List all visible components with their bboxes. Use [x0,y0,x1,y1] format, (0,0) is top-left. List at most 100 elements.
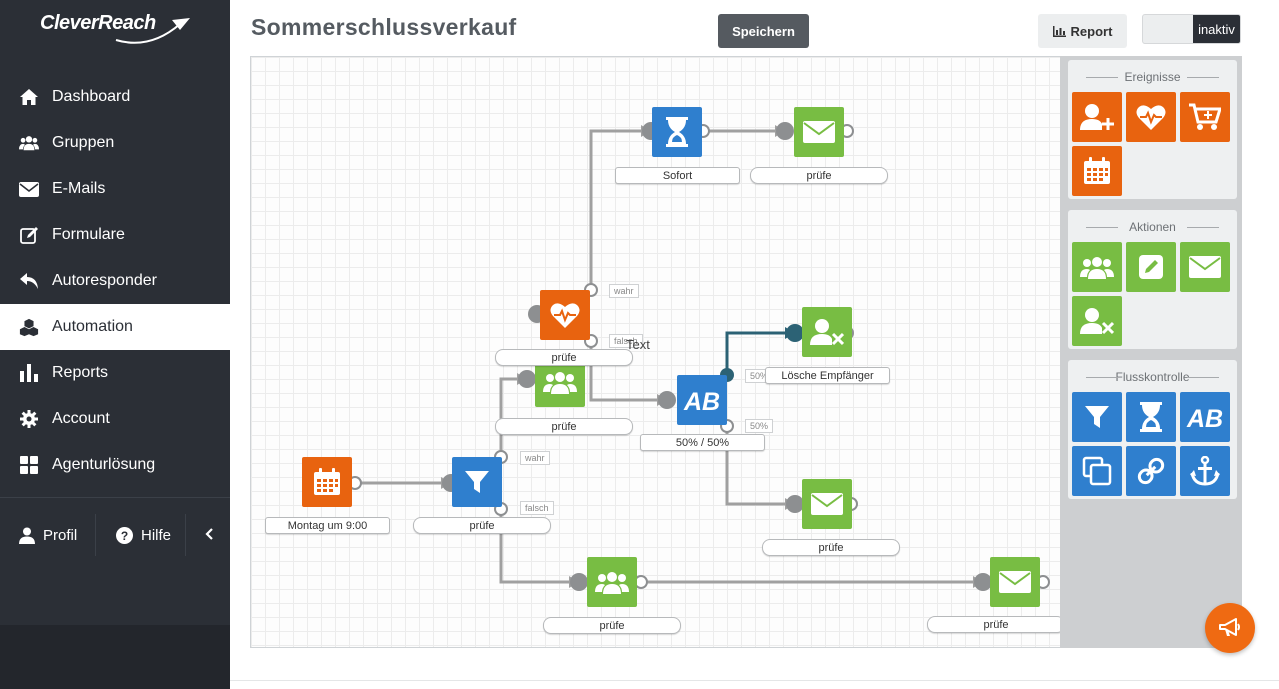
delete-recipient-action-tile[interactable] [1072,296,1122,346]
sidebar-item-reports[interactable]: Reports [0,350,230,396]
sidebar-item-emails[interactable]: E-Mails [0,166,230,212]
node-label[interactable]: Montag um 9:00 [265,517,390,534]
active-connector-line [725,331,785,375]
save-button[interactable]: Speichern [718,14,809,48]
sidebar-item-automation[interactable]: Automation [0,304,230,350]
heartbeat-icon [550,302,580,328]
cubes-icon [19,317,39,337]
hourglass-icon [1140,402,1162,432]
envelope-icon [803,121,835,143]
node-label[interactable]: 50% / 50% [640,434,765,451]
node-label[interactable]: Sofort [615,167,740,184]
svg-text:AB: AB [1186,405,1223,430]
bar-chart-icon [19,363,39,383]
calendar-icon [314,468,340,495]
connector-line [725,427,785,506]
collapse-sidebar-icon[interactable] [204,527,214,544]
input-port [518,370,536,388]
sidebar-divider [0,497,230,498]
connector-line [589,129,641,291]
wait-flow-tile[interactable] [1126,392,1176,442]
users-icon [595,572,629,594]
grid-icon [19,455,39,475]
ab-split-flow-tile[interactable]: AB [1180,392,1230,442]
email-action-tile[interactable] [1180,242,1230,292]
sidebar-item-label: Reports [52,364,109,381]
filter-icon [1085,406,1109,428]
help-label: Hilfe [141,526,172,544]
node-heart-event[interactable] [540,290,590,340]
sidebar-item-account[interactable]: Account [0,396,230,442]
profile-label: Profil [43,526,78,544]
date-event-tile[interactable] [1072,146,1122,196]
envelope-icon [1189,256,1221,278]
sidebar-item-formulare[interactable]: Formulare [0,212,230,258]
node-filter[interactable] [452,457,502,507]
node-ab-split[interactable]: AB [677,375,727,425]
profile-link[interactable]: Profil [19,527,77,544]
node-date-trigger[interactable] [302,457,352,507]
cart-event-tile[interactable] [1180,92,1230,142]
ab-test-icon: AB [1186,405,1223,430]
sidebar-item-label: Agenturlösung [52,456,156,473]
node-label[interactable]: prüfe [762,539,900,556]
sidebar-item-autoresponder[interactable]: Autoresponder [0,258,230,304]
heartbeat-event-tile[interactable] [1126,92,1176,142]
sidebar-item-label: Autoresponder [52,272,157,289]
sidebar-bottom [0,625,230,689]
add-subscriber-event-tile[interactable] [1072,92,1122,142]
brand-logo[interactable]: CleverReach [40,12,156,34]
sidebar-item-gruppen[interactable]: Gruppen [0,120,230,166]
node-label[interactable]: prüfe [413,517,551,534]
node-group-bottom[interactable] [587,557,637,607]
copy-icon [1082,456,1112,486]
sidebar-item-label: Account [52,410,110,427]
edit-action-tile[interactable] [1126,242,1176,292]
copy-flow-tile[interactable] [1072,446,1122,496]
sidebar-item-agenturloesung[interactable]: Agenturlösung [0,442,230,488]
users-icon [1080,257,1114,279]
report-button-label: Report [1070,23,1113,39]
footer-divider [230,680,1279,681]
node-wait[interactable] [652,107,702,157]
node-mail-mid[interactable] [802,479,852,529]
link-icon [1137,457,1165,485]
sidebar-footer: Profil ? Hilfe [0,514,230,556]
filter-flow-tile[interactable] [1072,392,1122,442]
node-mail-bottom[interactable] [990,557,1040,607]
node-label[interactable]: Lösche Empfänger [765,367,890,384]
edit-icon [19,225,39,245]
group-action-tile[interactable] [1072,242,1122,292]
node-label[interactable]: prüfe [750,167,888,184]
panel-group-title: Flusskontrolle [1068,370,1237,384]
svg-text:AB: AB [683,388,720,413]
branch-tag: falsch [520,501,554,515]
sidebar-item-label: Gruppen [52,134,115,151]
panel-group-title: Ereignisse [1068,70,1237,84]
report-button[interactable]: Report [1038,14,1127,48]
link-flow-tile[interactable] [1126,446,1176,496]
node-label[interactable]: prüfe [543,617,681,634]
status-toggle[interactable]: inaktiv [1142,14,1241,44]
hourglass-icon [666,117,688,147]
user-remove-icon [810,319,844,346]
footer-divider [185,514,186,556]
help-link[interactable]: ? Hilfe [116,526,172,544]
node-label[interactable]: prüfe [927,616,1065,633]
panel-group-flow-control: Flusskontrolle AB [1068,360,1237,499]
feedback-button[interactable] [1205,603,1255,653]
sidebar: CleverReach Dashboard Gruppen E-Mails Fo… [0,0,230,689]
sidebar-item-label: E-Mails [52,180,106,197]
node-label[interactable]: prüfe [495,349,633,366]
input-port [570,573,588,591]
node-label[interactable]: prüfe [495,418,633,435]
megaphone-icon [1219,618,1240,636]
node-mail-top[interactable] [794,107,844,157]
branch-tag: wahr [520,451,550,465]
panel-group-actions: Aktionen [1068,210,1237,349]
floating-text[interactable]: Text [626,337,650,352]
user-remove-icon [1080,308,1114,335]
sidebar-item-dashboard[interactable]: Dashboard [0,74,230,120]
anchor-flow-tile[interactable] [1180,446,1230,496]
node-delete-recipient[interactable] [802,307,852,357]
